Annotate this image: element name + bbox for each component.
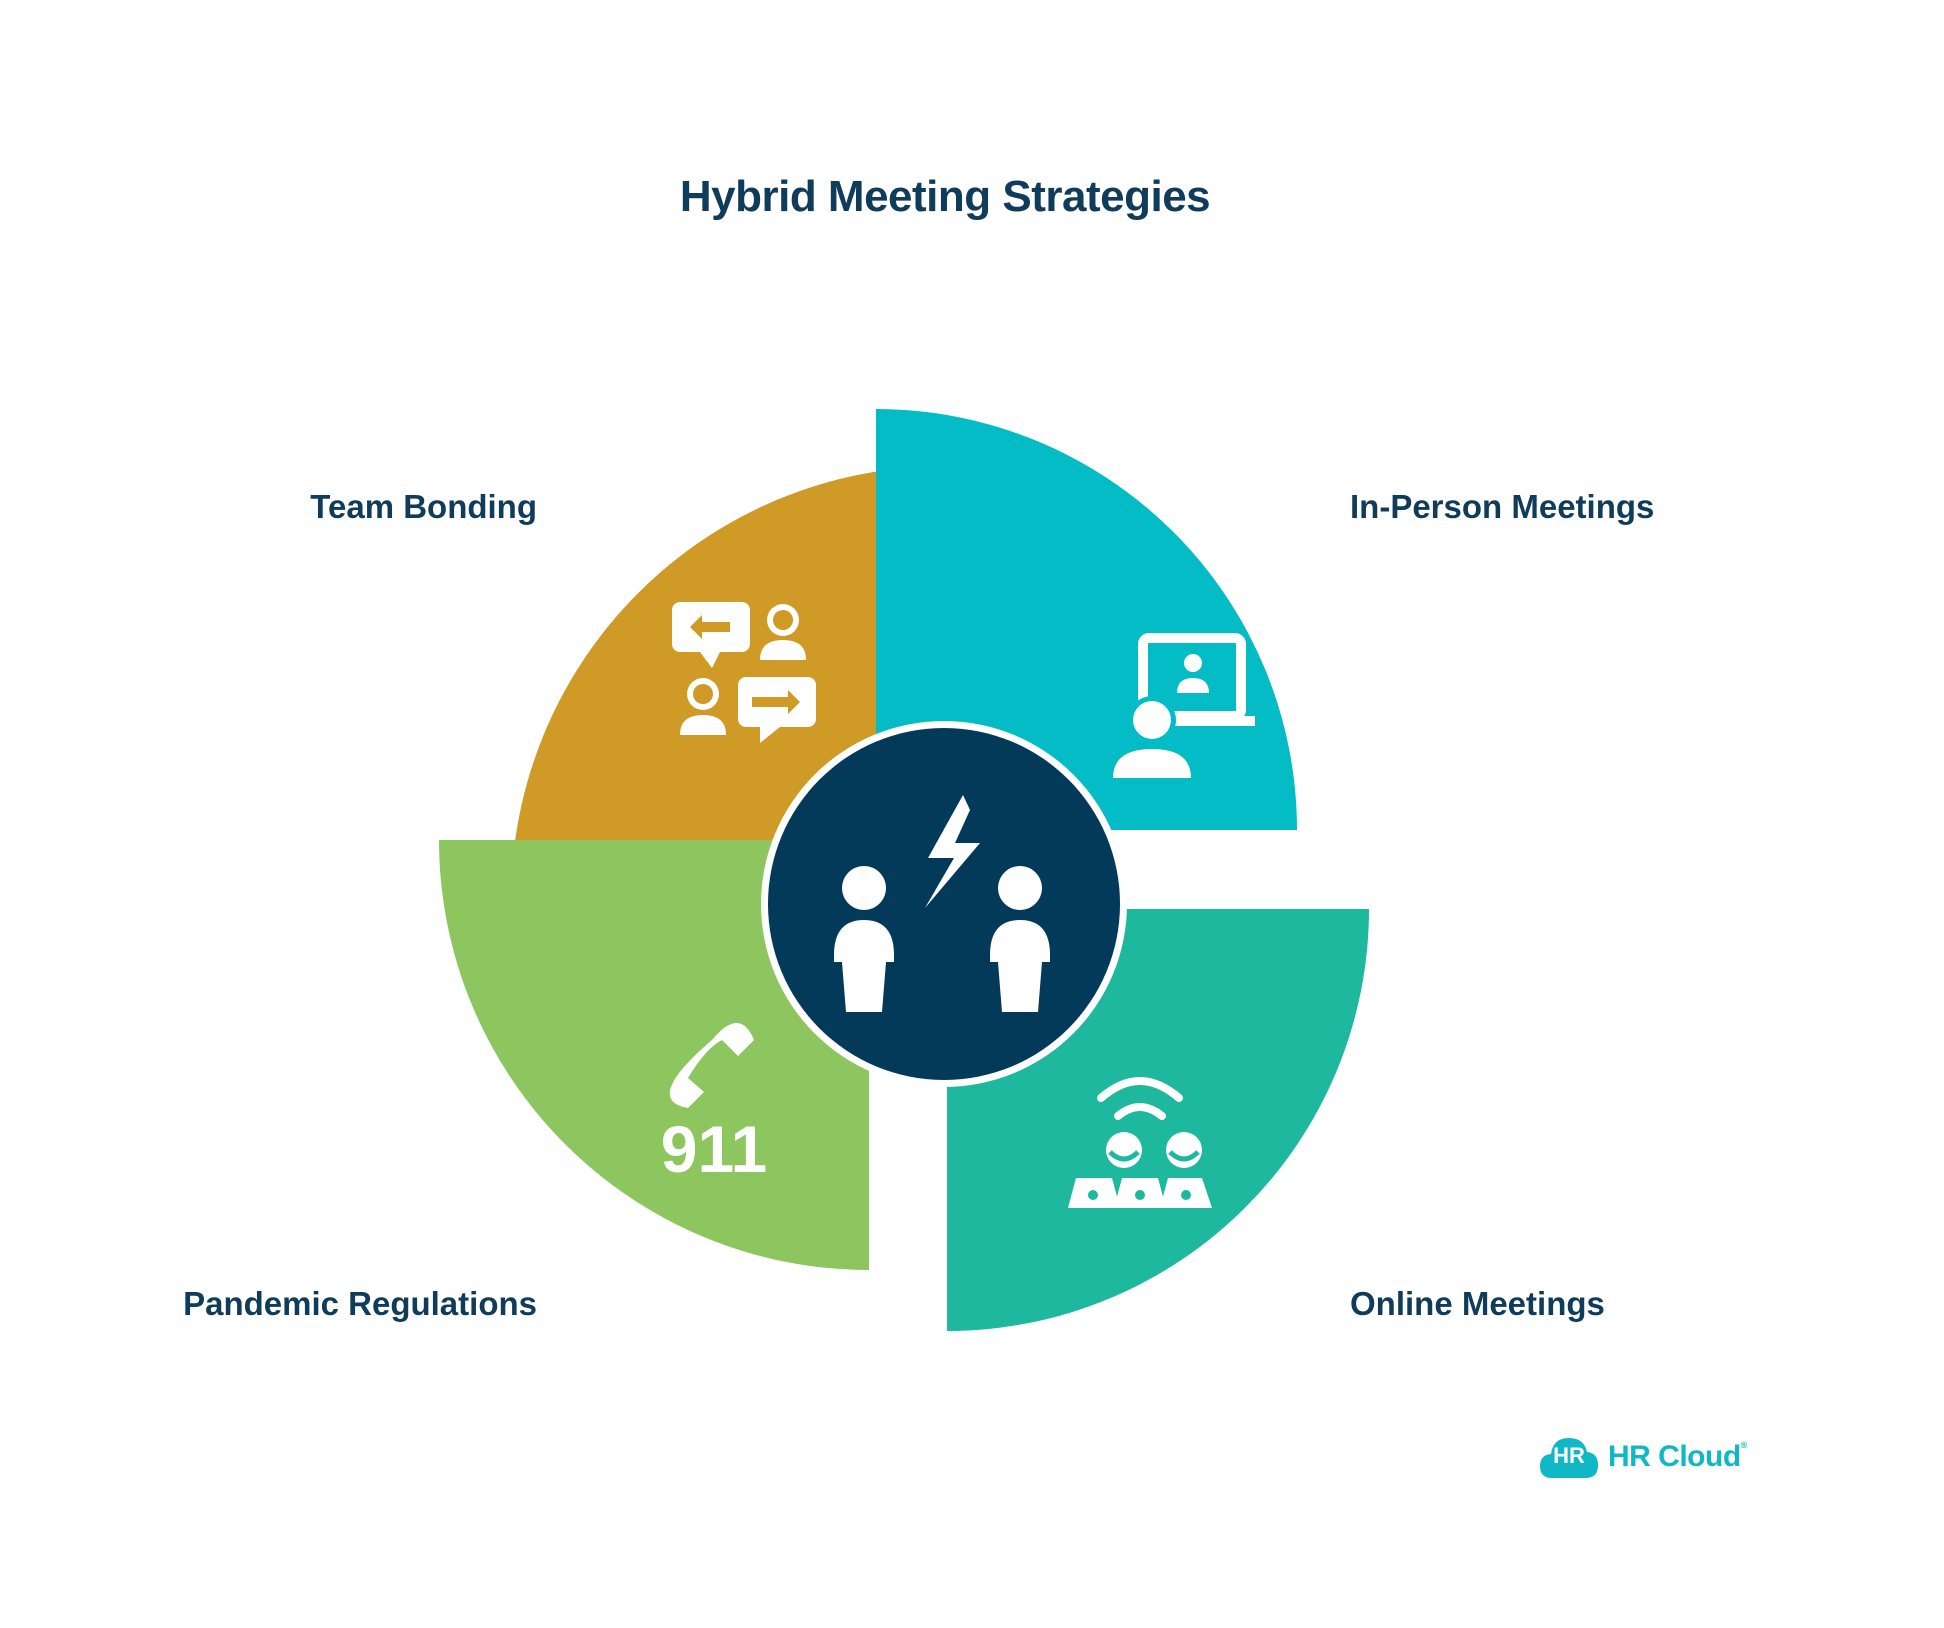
emergency-911-call-icon: 911 (661, 1023, 767, 1186)
logo-text-label: HR Cloud (1608, 1440, 1741, 1473)
page-title: Hybrid Meeting Strategies (679, 172, 1211, 221)
conflict-people-icon (834, 795, 1050, 1012)
label-team-bonding: Team Bonding (310, 488, 537, 525)
segment-pandemic-regulations (439, 840, 869, 1270)
hr-cloud-logo: HR HR Cloud® (1538, 1434, 1747, 1480)
logo-mark: HR (1553, 1443, 1585, 1468)
logo-text: HR Cloud® (1608, 1440, 1747, 1474)
label-pandemic-regulations: Pandemic Regulations (183, 1285, 537, 1322)
online-meeting-icon (1068, 1077, 1212, 1208)
logo-trademark: ® (1740, 1440, 1748, 1450)
cloud-icon: HR (1538, 1434, 1600, 1480)
conversation-icon (672, 602, 816, 743)
presenter-screen-icon (1108, 633, 1255, 778)
label-online-meetings: Online Meetings (1350, 1285, 1605, 1322)
emergency-911-text: 911 (661, 1112, 767, 1186)
center-circle-fill (768, 728, 1120, 1080)
label-in-person-meetings: In-Person Meetings (1350, 488, 1655, 525)
